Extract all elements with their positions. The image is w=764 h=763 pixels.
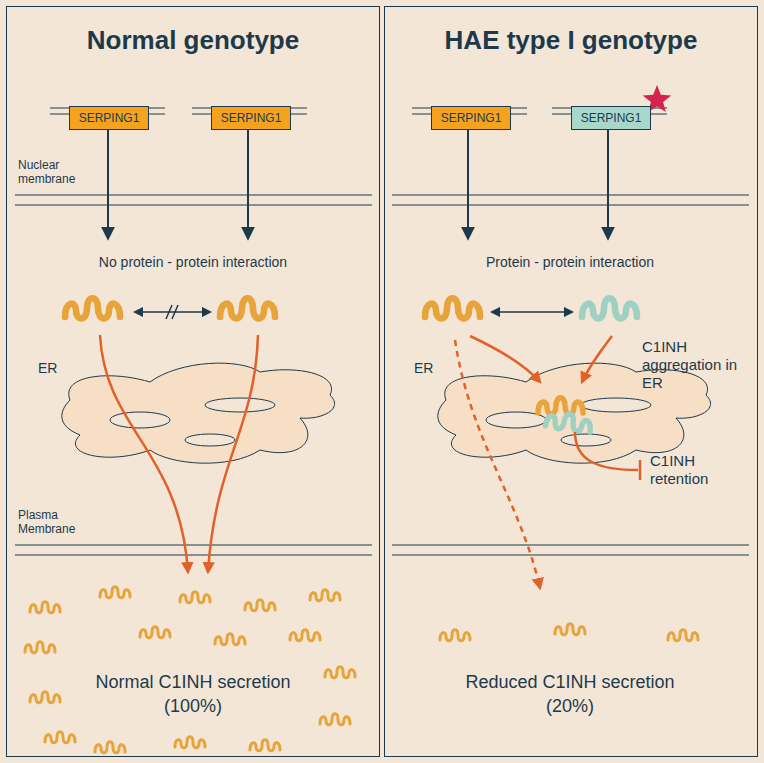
expression-arrow <box>108 126 608 238</box>
c1inh-protein <box>425 298 480 318</box>
gene-box: SERPING1 <box>69 106 149 130</box>
interaction-label: Protein - protein interaction <box>420 254 720 271</box>
inhibition-line <box>575 432 640 480</box>
er-label: ER <box>414 360 444 377</box>
retention-label: C1INH retention <box>650 452 740 488</box>
secreted-c1inh <box>25 587 355 753</box>
aggregation-arrow <box>470 336 612 382</box>
gene-label: SERPING1 <box>79 111 140 125</box>
interaction-arrow <box>492 311 572 313</box>
membrane-label: Plasma Membrane <box>18 508 98 537</box>
no-interaction-arrow <box>135 305 210 319</box>
mutant-c1inh-protein <box>582 298 637 318</box>
genotype-panel: Normal genotypeSERPING1 SERPING1 <box>6 6 380 757</box>
gene-label: SERPING1 <box>441 111 502 125</box>
membrane <box>15 195 749 555</box>
genotype-panel: HAE type I genotypeSERPING1 SERPING1 <box>384 6 758 757</box>
gene-box: SERPING1 <box>211 106 291 130</box>
c1inh-protein <box>65 298 275 318</box>
secretion-label: Normal C1INH secretion <box>23 672 363 694</box>
secretion-percent: (100%) <box>23 696 363 718</box>
secretion-label: Reduced C1INH secretion <box>400 672 740 694</box>
secretion-percent: (20%) <box>400 696 740 718</box>
c1inh-aggregate <box>538 398 592 434</box>
mutant-gene-box: SERPING1 <box>571 106 651 130</box>
endoplasmic-reticulum <box>62 363 711 463</box>
secreted-c1inh <box>440 624 698 641</box>
gene-box: SERPING1 <box>431 106 511 130</box>
membrane-label: Nuclear membrane <box>18 158 98 187</box>
interaction-label: No protein - protein interaction <box>43 254 343 271</box>
panel-title: HAE type I genotype <box>385 25 757 56</box>
reduced-secretion-arrow <box>455 340 540 588</box>
gene-label: SERPING1 <box>221 111 282 125</box>
er-label: ER <box>38 360 68 377</box>
aggregation-label: C1INH aggregation in ER <box>642 338 754 392</box>
panel-title: Normal genotype <box>7 25 379 56</box>
secretion-arrow <box>100 335 258 572</box>
gene-label: SERPING1 <box>581 111 642 125</box>
